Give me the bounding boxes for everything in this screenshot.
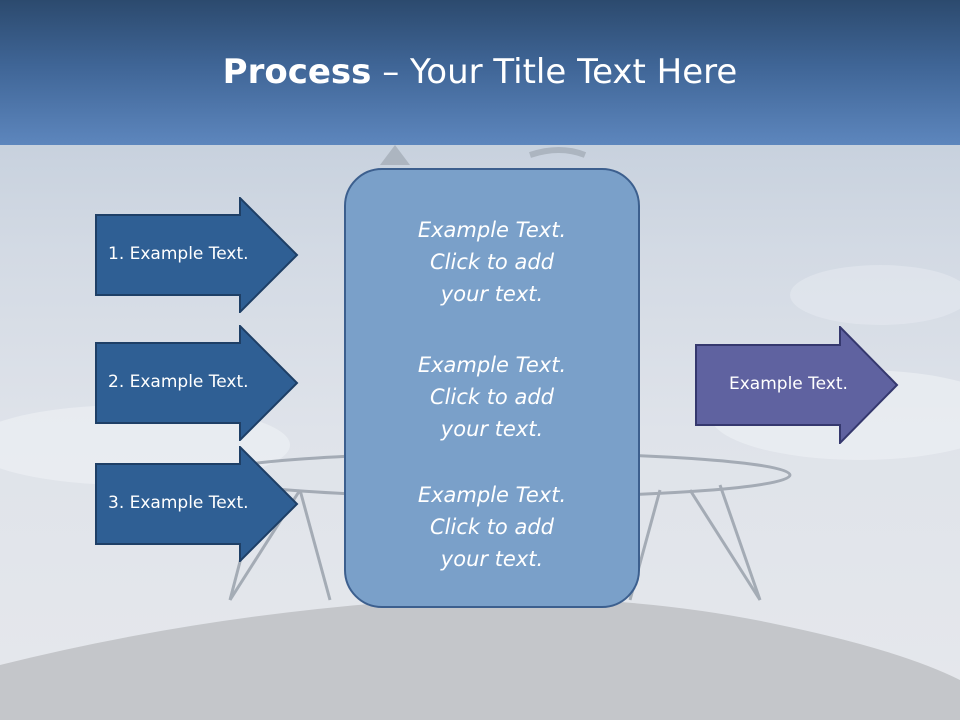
center-text-item-1[interactable]: Example Text. Click to add your text. [346,214,638,310]
center-text-line: Example Text. [417,353,567,377]
process-arrow-label: 1. Example Text. [108,244,249,264]
center-text-item-3[interactable]: Example Text. Click to add your text. [346,479,638,575]
result-arrow[interactable]: Example Text. [695,326,899,444]
center-text-line: Click to add [429,250,554,274]
center-text-line: Example Text. [417,483,567,507]
slide-title[interactable]: Process – Your Title Text Here [0,52,960,92]
center-text-box[interactable]: Example Text. Click to add your text. Ex… [344,168,640,608]
center-text-line: your text. [440,417,544,441]
right-arrow-shape [95,197,299,313]
process-arrow-1[interactable]: 1. Example Text. [95,197,299,313]
title-bar: Process – Your Title Text Here [0,0,960,145]
process-arrow-label: 3. Example Text. [108,493,249,513]
title-rest: Your Title Text Here [410,52,738,92]
center-text-line: Example Text. [417,218,567,242]
center-text-line: your text. [440,282,544,306]
center-text-line: Click to add [429,385,554,409]
right-arrow-shape [695,326,899,444]
right-arrow-shape [95,446,299,562]
center-text-item-2[interactable]: Example Text. Click to add your text. [346,349,638,445]
process-arrow-3[interactable]: 3. Example Text. [95,446,299,562]
center-text-line: your text. [440,547,544,571]
title-bold: Process [222,52,372,92]
process-arrow-2[interactable]: 2. Example Text. [95,325,299,441]
center-text-line: Click to add [429,515,554,539]
result-arrow-label: Example Text. [729,374,848,394]
title-separator: – [371,52,411,92]
process-arrow-label: 2. Example Text. [108,372,249,392]
right-arrow-shape [95,325,299,441]
